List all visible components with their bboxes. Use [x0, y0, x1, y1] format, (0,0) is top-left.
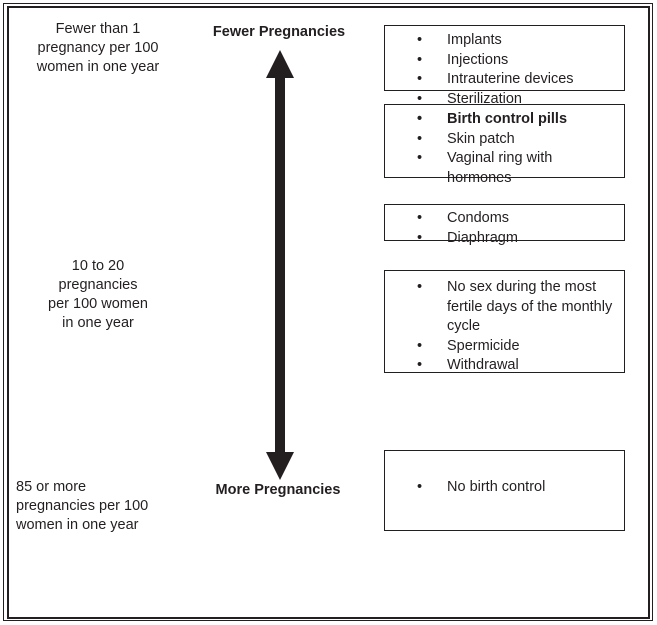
method-list-item: • Implants: [385, 31, 624, 51]
bullet-icon: •: [417, 337, 423, 354]
effectiveness-label-line: women in one year: [16, 517, 139, 533]
bullet-icon: •: [417, 150, 423, 166]
effectiveness-label-most-effective: Fewer than 1 pregnancy per 100 women in …: [18, 20, 178, 77]
method-label: Condoms: [447, 210, 510, 226]
method-list-item: • No sex during the most fertile days of…: [385, 278, 624, 337]
method-list-item: • Withdrawal: [385, 356, 624, 376]
method-group-box-hormonal: • Birth control pills • Skin patch • Vag…: [384, 104, 625, 186]
method-list: • Birth control pills • Skin patch • Vag…: [385, 110, 624, 188]
effectiveness-label-line: 10 to 20: [71, 258, 125, 274]
method-label: Sterilization: [447, 90, 522, 107]
method-label: Spermicide: [447, 337, 520, 354]
method-label: Vaginal ring with hormones: [447, 150, 553, 186]
method-list-item: • Intrauterine devices: [385, 70, 624, 90]
bullet-icon: •: [417, 279, 423, 295]
bullet-icon: •: [417, 90, 423, 107]
bullet-icon: •: [417, 229, 423, 246]
effectiveness-label-line: 85 or more: [16, 479, 87, 495]
method-label: Injections: [447, 51, 509, 68]
method-label: No birth control: [447, 479, 546, 495]
method-list: • Condoms • Diaphragm: [385, 209, 624, 248]
method-list-item: • Skin patch: [385, 130, 624, 150]
method-group-box-behavioral: • No sex during the most fertile days of…: [384, 270, 625, 373]
bullet-icon: •: [417, 111, 423, 127]
method-list-item: • Birth control pills: [385, 110, 624, 130]
method-list-item: • No birth control: [385, 478, 624, 498]
bullet-icon: •: [417, 130, 423, 147]
bullet-icon: •: [417, 479, 423, 495]
axis-heading-fewer-pregnancies: Fewer Pregnancies: [212, 24, 346, 40]
method-label: Birth control pills: [447, 111, 568, 127]
method-label: Skin patch: [447, 130, 515, 147]
effectiveness-label-least-effective: 85 or more pregnancies per 100 women in …: [16, 478, 191, 535]
method-list-item: • Diaphragm: [385, 229, 624, 249]
method-list-item: • Injections: [385, 51, 624, 71]
method-list: • No birth control: [385, 478, 624, 498]
effectiveness-label-line: Fewer than 1: [55, 21, 141, 37]
effectiveness-label-line: pregnancies: [58, 277, 138, 293]
effectiveness-label-line: pregnancy per 100: [37, 40, 159, 56]
method-label: No sex during the most fertile days of t…: [447, 279, 613, 334]
bullet-icon: •: [417, 210, 423, 226]
method-list-item: • Condoms: [385, 209, 624, 229]
effectiveness-label-line: in one year: [62, 315, 134, 331]
method-label: Intrauterine devices: [447, 71, 574, 87]
bullet-icon: •: [417, 51, 423, 68]
effectiveness-label-moderately-effective: 10 to 20 pregnancies per 100 women in on…: [18, 257, 178, 333]
method-label: Implants: [447, 32, 502, 48]
outer-frame-border: [3, 3, 653, 621]
method-group-box-barrier: • Condoms • Diaphragm: [384, 204, 625, 246]
double-headed-arrow-icon: [266, 50, 294, 480]
method-label: Withdrawal: [447, 357, 519, 373]
bullet-icon: •: [417, 32, 423, 48]
method-group-box-none: • No birth control: [384, 450, 625, 531]
method-list-item: • Vaginal ring with hormones: [385, 149, 624, 188]
method-group-box-most-effective: • Implants • Injections • Intrauterine d…: [384, 25, 625, 107]
method-list-item: • Sterilization: [385, 90, 624, 110]
method-list: • No sex during the most fertile days of…: [385, 278, 624, 376]
axis-heading-more-pregnancies: More Pregnancies: [215, 482, 341, 498]
effectiveness-label-line: per 100 women: [48, 296, 148, 312]
method-list-item: • Spermicide: [385, 337, 624, 357]
effectiveness-label-line: women in one year: [36, 59, 160, 75]
bullet-icon: •: [417, 71, 423, 87]
method-label: Diaphragm: [447, 229, 518, 246]
effectiveness-label-line: pregnancies per 100: [16, 498, 149, 514]
method-list: • Implants • Injections • Intrauterine d…: [385, 31, 624, 109]
bullet-icon: •: [417, 357, 423, 373]
